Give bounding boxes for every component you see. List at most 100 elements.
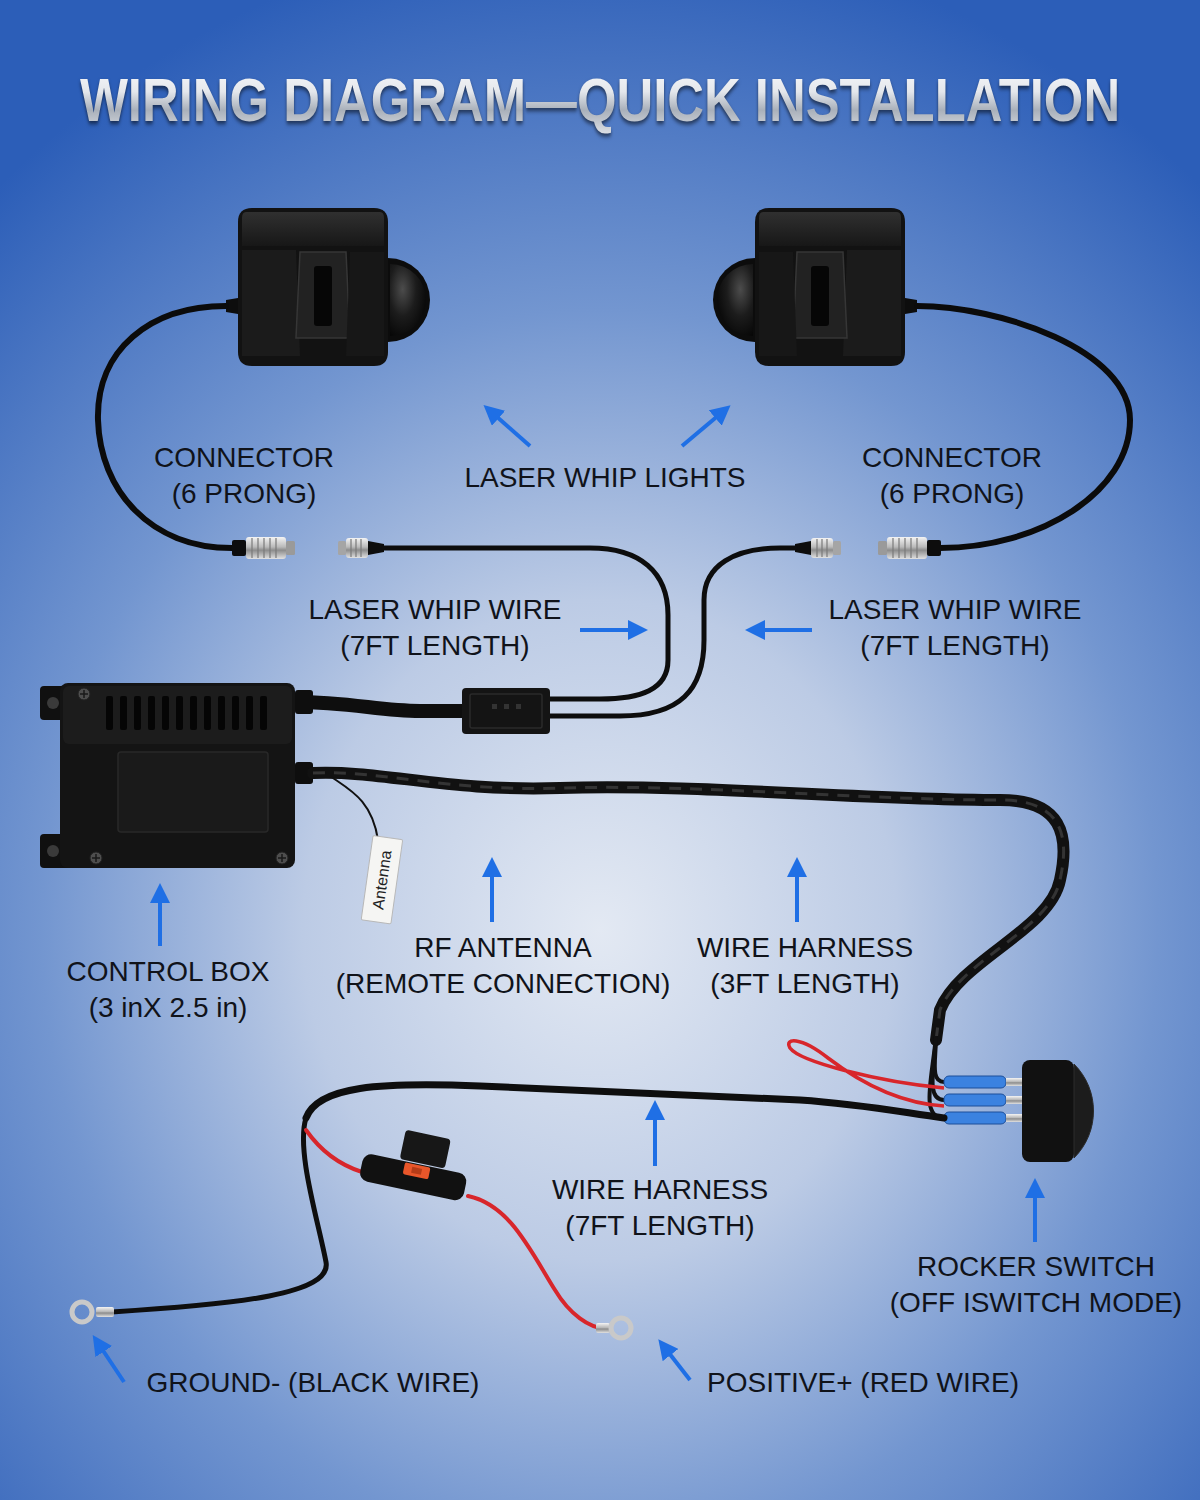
crimp-connector xyxy=(1006,1096,1022,1104)
ring-terminal xyxy=(96,1307,114,1317)
control-box xyxy=(218,696,225,730)
wrap-spacer xyxy=(601,930,682,960)
leader-arrow xyxy=(1033,1184,1037,1242)
wrap-spacer xyxy=(1090,592,1094,622)
wrap-spacer xyxy=(1050,440,1054,470)
ring-terminal xyxy=(72,1302,631,1338)
connector-plug xyxy=(286,541,295,555)
splitter-block xyxy=(504,704,509,709)
antenna-wire xyxy=(330,776,378,840)
control-box xyxy=(260,696,267,730)
crimp-connector xyxy=(1006,1114,1022,1122)
wrap-spacer xyxy=(850,440,854,470)
leader-arrow xyxy=(653,1106,657,1166)
control-box xyxy=(47,845,59,857)
connector-plug xyxy=(878,541,887,555)
control-box xyxy=(246,696,253,730)
connector-plug xyxy=(246,537,286,559)
connector-socket xyxy=(817,539,827,557)
rocker-switch xyxy=(1022,1060,1094,1162)
control-box xyxy=(40,683,313,868)
wrap-spacer xyxy=(570,592,574,622)
control-box xyxy=(134,696,141,730)
splitter-block xyxy=(462,688,550,734)
page-title: WIRING DIAGRAM—QUICK INSTALLATION xyxy=(26,58,1174,142)
control-box xyxy=(118,752,268,832)
splitter-block xyxy=(516,704,521,709)
leader-arrow xyxy=(488,409,530,446)
control-box xyxy=(120,696,127,730)
leader-arrow xyxy=(795,863,799,922)
crimp-connector xyxy=(944,1094,1006,1106)
fuse-holder xyxy=(411,1167,422,1175)
connector-plug xyxy=(232,540,246,556)
red-power-wire xyxy=(306,1130,362,1172)
splitter-block xyxy=(492,704,497,709)
red-power-wire xyxy=(306,1130,604,1328)
wrap-spacer xyxy=(685,930,689,960)
control-box xyxy=(176,696,183,730)
laser-whip-light xyxy=(713,208,917,366)
antenna-wire xyxy=(330,776,378,840)
control-box xyxy=(162,696,169,730)
wrap-spacer xyxy=(1163,1249,1194,1279)
control-box xyxy=(190,696,197,730)
leader-arrow xyxy=(682,409,726,446)
leader-arrow xyxy=(96,409,1035,1382)
callout-label: POSITIVE+ (RED WIRE) xyxy=(707,1365,1019,1401)
callout-label: CONTROL BOX (3 inX 2.5 in) xyxy=(54,954,282,1026)
ring-terminal xyxy=(596,1323,610,1333)
crimp-connector xyxy=(1006,1078,1022,1086)
leader-arrow xyxy=(751,628,812,632)
control-box xyxy=(80,690,286,862)
light-cable xyxy=(98,306,232,548)
rocker-switch xyxy=(1074,1064,1094,1158)
leader-arrow xyxy=(490,863,494,922)
wrap-spacer xyxy=(878,1249,909,1279)
connector-socket xyxy=(346,538,368,558)
control-box xyxy=(60,683,295,868)
wrap-spacer xyxy=(816,592,820,622)
wrap-spacer xyxy=(776,1172,780,1202)
rocker-switch xyxy=(1022,1060,1074,1162)
ring-terminal xyxy=(611,1318,631,1338)
wrap-spacer xyxy=(540,1172,544,1202)
wrap-spacer xyxy=(324,930,405,960)
tag-text: Antenna xyxy=(369,849,394,910)
control-box xyxy=(47,697,59,709)
callout-label: LASER WHIP LIGHTS xyxy=(464,460,745,496)
control-box xyxy=(63,686,292,744)
wrap-spacer xyxy=(142,440,146,470)
callout-label: WIRE HARNESS (7FT LENGTH) xyxy=(540,1172,780,1244)
fuse-holder xyxy=(358,1122,474,1202)
callout-label: LASER WHIP WIRE (7FT LENGTH) xyxy=(816,592,1094,664)
ring-terminal xyxy=(72,1302,92,1322)
wire-harness xyxy=(313,773,1064,1040)
control-box xyxy=(232,696,239,730)
power-harness xyxy=(306,1085,944,1118)
leader-arrow xyxy=(662,1344,690,1380)
control-box xyxy=(204,696,211,730)
light-cable xyxy=(917,306,1130,548)
power-harness xyxy=(112,1085,944,1312)
main-cable xyxy=(295,702,462,711)
connector-socket xyxy=(833,541,841,555)
leader-arrow xyxy=(158,889,162,946)
connector-socket xyxy=(338,541,346,555)
main-cable xyxy=(295,702,462,711)
wire-harness xyxy=(313,773,1064,1040)
red-jumper-wire xyxy=(789,1041,944,1106)
leader-arrow xyxy=(96,1340,124,1382)
wrap-spacer xyxy=(296,592,300,622)
leader-arrow xyxy=(580,628,642,632)
control-box xyxy=(148,696,155,730)
power-harness xyxy=(112,1118,326,1312)
control-box xyxy=(106,696,267,730)
laser-whip-light xyxy=(226,208,917,366)
callout-label: ROCKER SWITCH (OFF ISWITCH MODE) xyxy=(878,1249,1194,1321)
callout-label: WIRE HARNESS (3FT LENGTH) xyxy=(685,930,925,1002)
connector-socket xyxy=(351,539,361,557)
connector-plug xyxy=(893,538,917,558)
